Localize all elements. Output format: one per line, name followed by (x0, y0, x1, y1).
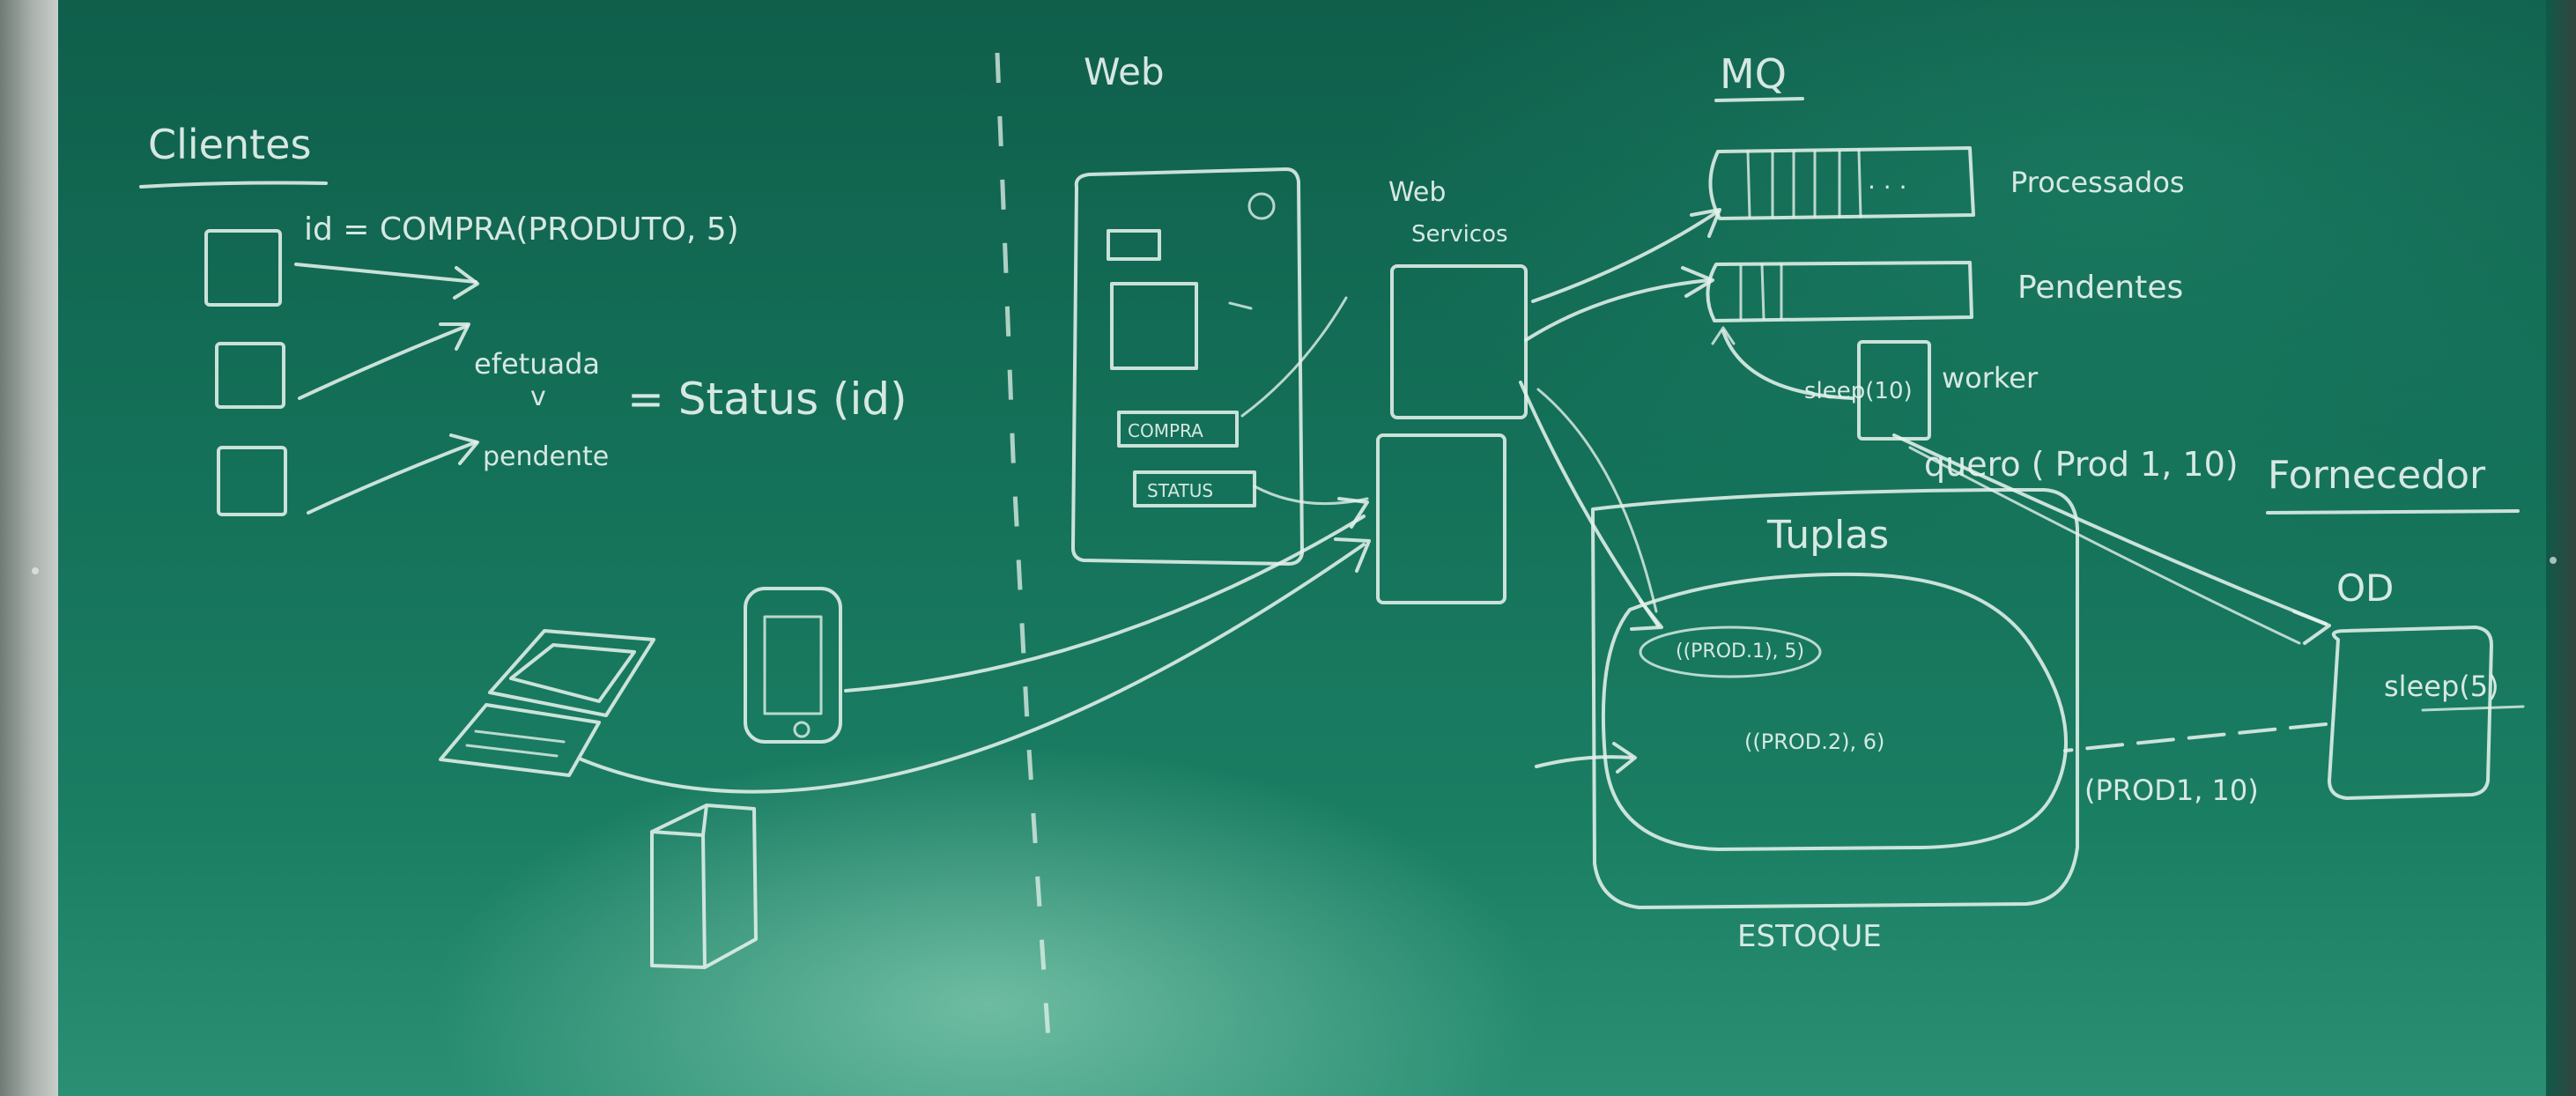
mq-title: MQ (1720, 50, 1787, 98)
web-search-icon (1247, 192, 1276, 220)
queue-pendentes-label: Pendentes (2017, 270, 2183, 306)
arrow-into-estoque-head (1612, 742, 1637, 774)
laptop-keys (465, 729, 566, 758)
od-sleep: sleep(5) (2384, 670, 2499, 703)
arrow-client-3-head (449, 433, 479, 465)
arrow-compra-to-ws (1240, 296, 1348, 418)
web-image-large (1110, 282, 1198, 370)
queue-processados (1708, 146, 1975, 220)
web-page-mockup (1071, 167, 1304, 566)
od-box (2328, 626, 2493, 800)
arrow-phone-to-web-head (1337, 497, 1369, 529)
arrow-ws-to-pendentes (1524, 278, 1711, 342)
worker-label: worker (1942, 361, 2039, 395)
desktop-tower-icon (650, 803, 758, 969)
frame-dot (32, 567, 39, 574)
compra-button (1117, 411, 1239, 448)
arrow-phone-to-web (844, 515, 1366, 692)
laptop-screen (488, 629, 655, 717)
arrow-client-2-head (439, 322, 470, 351)
web-services-title-2: Servicos (1411, 221, 1508, 248)
tuple-1-highlight (1639, 626, 1822, 678)
web-service-status-box (1376, 433, 1506, 604)
clientes-title-underline (139, 181, 328, 189)
supply-tuple: (PROD1, 10) (2084, 774, 2259, 807)
mq-title-underline (1714, 97, 1804, 102)
clientes-title: Clientes (148, 121, 311, 168)
arrow-worker-to-fornecedor-head (2292, 610, 2331, 645)
arrow-client-1 (294, 263, 477, 284)
laptop-keyboard (439, 703, 601, 777)
client-box-3 (217, 446, 287, 516)
client-box-2 (215, 342, 285, 409)
estoque-container (1591, 488, 2079, 909)
arrow-worker-to-fornecedor (1892, 433, 2328, 626)
estoque-label: ESTOQUE (1737, 919, 1882, 954)
tuplas-title: Tuplas (1766, 513, 1889, 558)
arrow-ws-to-tuplas-2 (1536, 388, 1658, 613)
arrow-ws-to-tuplas-head (1630, 599, 1663, 631)
laptop-screen-inner (509, 643, 636, 703)
status-var: v (530, 381, 546, 412)
tuplas-space (1601, 572, 2068, 851)
status-button-label: STATUS (1147, 480, 1213, 501)
web-title: Web (1084, 50, 1165, 93)
arrow-ws-to-processados (1531, 210, 1720, 303)
web-image-small (1107, 229, 1161, 261)
od-label: OD (2336, 567, 2394, 610)
phone-button (793, 721, 811, 738)
value-pendente: pendente (483, 441, 609, 472)
queue-processados-slots (1746, 148, 1862, 218)
status-call: = Status (id) (627, 374, 907, 425)
queue-pendentes (1706, 261, 1973, 322)
arrow-ws-to-processados-head (1690, 208, 1721, 238)
arrow-fornecedor-return (1908, 446, 2301, 645)
fornecedor-title-underline (2266, 509, 2520, 515)
web-services-title-1: Web (1388, 177, 1446, 208)
arrow-client-2 (298, 324, 469, 400)
arrow-laptop-to-web (580, 543, 1366, 794)
board-frame-left (0, 0, 58, 1096)
od-sleep-underline (2421, 705, 2525, 712)
arrow-status-to-ws (1253, 485, 1369, 506)
worker-sleep: sleep(10) (1804, 378, 1913, 404)
board-frame-right (2546, 0, 2576, 1096)
arrow-worker-to-pendentes-head (1711, 326, 1736, 345)
divider-dashed-line (995, 52, 1051, 1040)
queue-pendentes-slots (1739, 263, 1783, 321)
frame-dot (2550, 557, 2557, 564)
tuple-1: ((PROD.1), 5) (1676, 641, 1804, 663)
compra-call: id = COMPRA(PRODUTO, 5) (304, 211, 739, 248)
arrow-client-1-head (453, 266, 479, 300)
value-efetuada: efetuada (474, 347, 600, 381)
worker-box (1857, 340, 1931, 441)
queue-processados-label: Processados (2010, 166, 2185, 199)
web-text-line (1228, 301, 1253, 310)
arrow-worker-to-pendentes (1721, 330, 1854, 400)
arrow-ws-to-tuplas (1519, 381, 1660, 627)
processados-dots: · · · (1868, 173, 1907, 202)
arrow-od-to-estoque (2063, 722, 2328, 752)
phone-screen (763, 615, 823, 715)
arrow-ws-to-pendentes-head (1681, 266, 1714, 298)
arrow-into-estoque (1535, 755, 1633, 768)
tuple-2: ((PROD.2), 6) (1744, 729, 1884, 754)
quero-message: quero ( Prod 1, 10) (1924, 445, 2239, 484)
arrow-laptop-to-web-head (1334, 537, 1371, 573)
arrow-client-3 (307, 441, 477, 515)
status-button (1133, 470, 1256, 507)
web-service-compra-box (1390, 264, 1528, 419)
compra-button-label: COMPRA (1128, 420, 1203, 441)
client-box-1 (204, 229, 282, 307)
phone-icon (744, 587, 842, 744)
fornecedor-title: Fornecedor (2268, 453, 2486, 498)
